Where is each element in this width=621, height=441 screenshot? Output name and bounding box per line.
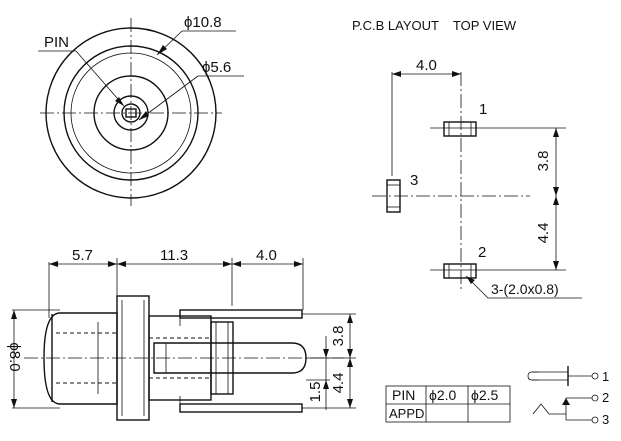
schematic: 1 2 3 — [527, 366, 609, 427]
pcb-dim-upper: 3.8 — [535, 151, 552, 172]
pad-2-label: 2 — [478, 244, 486, 261]
schematic-pin-1: 1 — [602, 369, 609, 384]
pcb-dim-spacing: 4.0 — [416, 57, 437, 74]
front-view: PIN ϕ10.8 ϕ5.6 — [38, 14, 244, 206]
arrowhead — [223, 261, 232, 267]
pin-table-header-2: ϕ2.0 — [429, 387, 457, 403]
arrowhead — [452, 71, 461, 77]
pad-1-label: 1 — [479, 101, 487, 118]
arrowhead — [232, 261, 241, 267]
side-dim-pin-offset: 1.5 — [307, 382, 324, 403]
arrowhead — [553, 261, 559, 270]
pin-table-header-1: PIN — [392, 387, 415, 403]
side-dim-c: 4.0 — [256, 247, 277, 264]
outer-dia-arrow — [157, 45, 167, 55]
pad-size-label: 3-(2.0x0.8) — [491, 281, 559, 297]
terminal-upper — [179, 309, 303, 319]
arrowhead — [466, 276, 475, 284]
side-dim-pin-lower: 4.4 — [330, 373, 347, 394]
schematic-sleeve-symbol — [532, 403, 566, 415]
arrowhead — [562, 398, 570, 405]
arrowhead — [49, 261, 58, 267]
inner-dia-leader — [138, 75, 199, 121]
pcb-dim-lower: 4.4 — [535, 223, 552, 244]
pad-1 — [443, 121, 477, 137]
socket-circle — [93, 75, 169, 151]
arrowhead — [553, 187, 559, 196]
pin-table-row-label: APPD — [389, 406, 424, 421]
arrowhead — [117, 261, 126, 267]
arrowhead — [11, 399, 17, 408]
outer-circle — [45, 27, 217, 199]
arrowhead — [347, 399, 353, 408]
schematic-terminal-3 — [591, 416, 599, 424]
schematic-pin-symbol — [527, 371, 538, 381]
pin-contact — [125, 108, 137, 118]
schematic-terminal-2 — [591, 394, 599, 402]
arrowhead — [323, 380, 329, 389]
arrowhead — [553, 196, 559, 205]
schematic-pin-3: 3 — [602, 412, 609, 427]
arrowhead — [347, 349, 353, 358]
rear-cap — [210, 321, 234, 395]
arrowhead — [347, 314, 353, 323]
barrel-circle — [70, 52, 192, 174]
schematic-terminal-1 — [591, 372, 599, 380]
pcb-layout: P.C.B LAYOUT TOP VIEW 4.0 3.8 4.4 1 3 2 — [352, 18, 582, 299]
arrowhead — [347, 358, 353, 367]
barrel-body — [43, 312, 118, 405]
terminal-lower — [179, 403, 303, 413]
arrowhead — [108, 261, 117, 267]
arrowhead — [11, 310, 17, 319]
arrowhead — [553, 128, 559, 137]
arrowhead — [323, 349, 329, 358]
inner-dia-label: ϕ5.6 — [202, 59, 231, 76]
arrowhead — [294, 261, 303, 267]
side-dim-b: 11.3 — [160, 247, 188, 264]
pad-3 — [386, 179, 401, 213]
pin-leader — [75, 50, 125, 107]
arrowhead — [392, 71, 401, 77]
inner-dia-arrow — [139, 111, 149, 120]
side-dim-a: 5.7 — [72, 247, 93, 264]
pin-label: PIN — [44, 34, 69, 51]
side-dim-pin-upper: 3.8 — [330, 326, 347, 347]
pin-table-header-3: ϕ2.5 — [471, 387, 499, 403]
outer-dia-label: ϕ10.8 — [184, 14, 222, 31]
pin-leader-arrow — [115, 97, 124, 106]
pcb-layout-title: P.C.B LAYOUT TOP VIEW — [352, 18, 517, 33]
pin-inner-circle — [121, 103, 141, 123]
pad-2 — [443, 263, 477, 279]
pin-table: PIN ϕ2.0 ϕ2.5 APPD — [385, 385, 511, 423]
pad-3-label: 3 — [410, 172, 418, 189]
side-view: 5.7 11.3 4.0 ϕ8.0 — [6, 247, 356, 421]
side-dim-height: ϕ8.0 — [6, 342, 23, 371]
schematic-pin-2: 2 — [602, 390, 609, 405]
flange-circle — [63, 45, 199, 181]
